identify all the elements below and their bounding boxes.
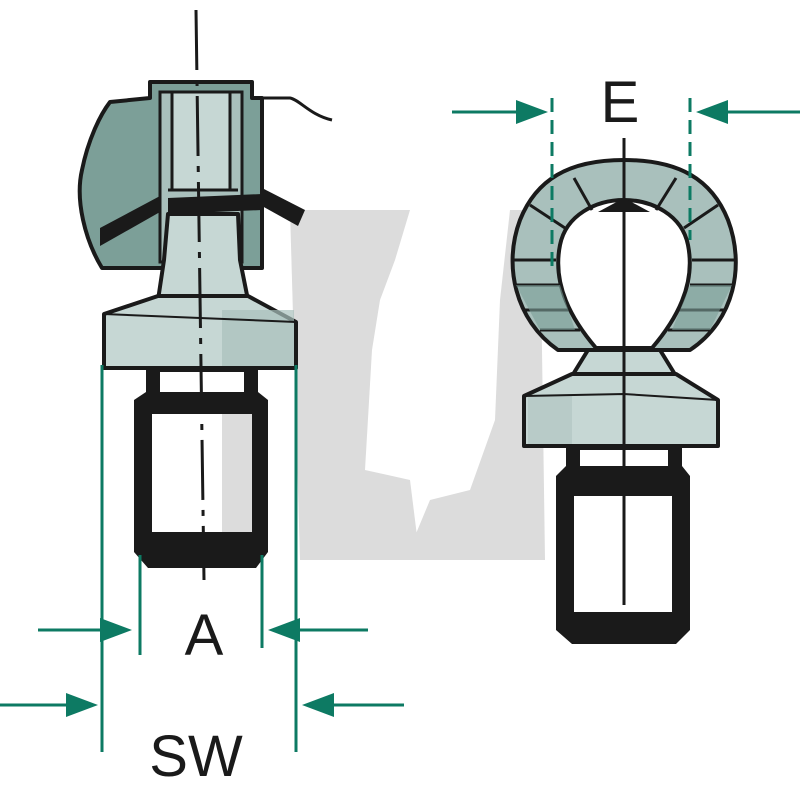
neck xyxy=(156,212,250,302)
right-eye-bolt-front-view xyxy=(510,138,738,644)
dimension-label-a: A xyxy=(185,603,224,668)
dimension-lines xyxy=(0,98,800,752)
left-eye-bolt-side-view xyxy=(77,9,333,581)
dimension-label-sw: SW xyxy=(149,724,243,789)
dark-band xyxy=(100,196,160,246)
dimension-label-e: E xyxy=(601,70,640,135)
centerline-left xyxy=(194,9,206,581)
watermark-logo xyxy=(290,210,545,560)
wire-line xyxy=(258,96,333,122)
